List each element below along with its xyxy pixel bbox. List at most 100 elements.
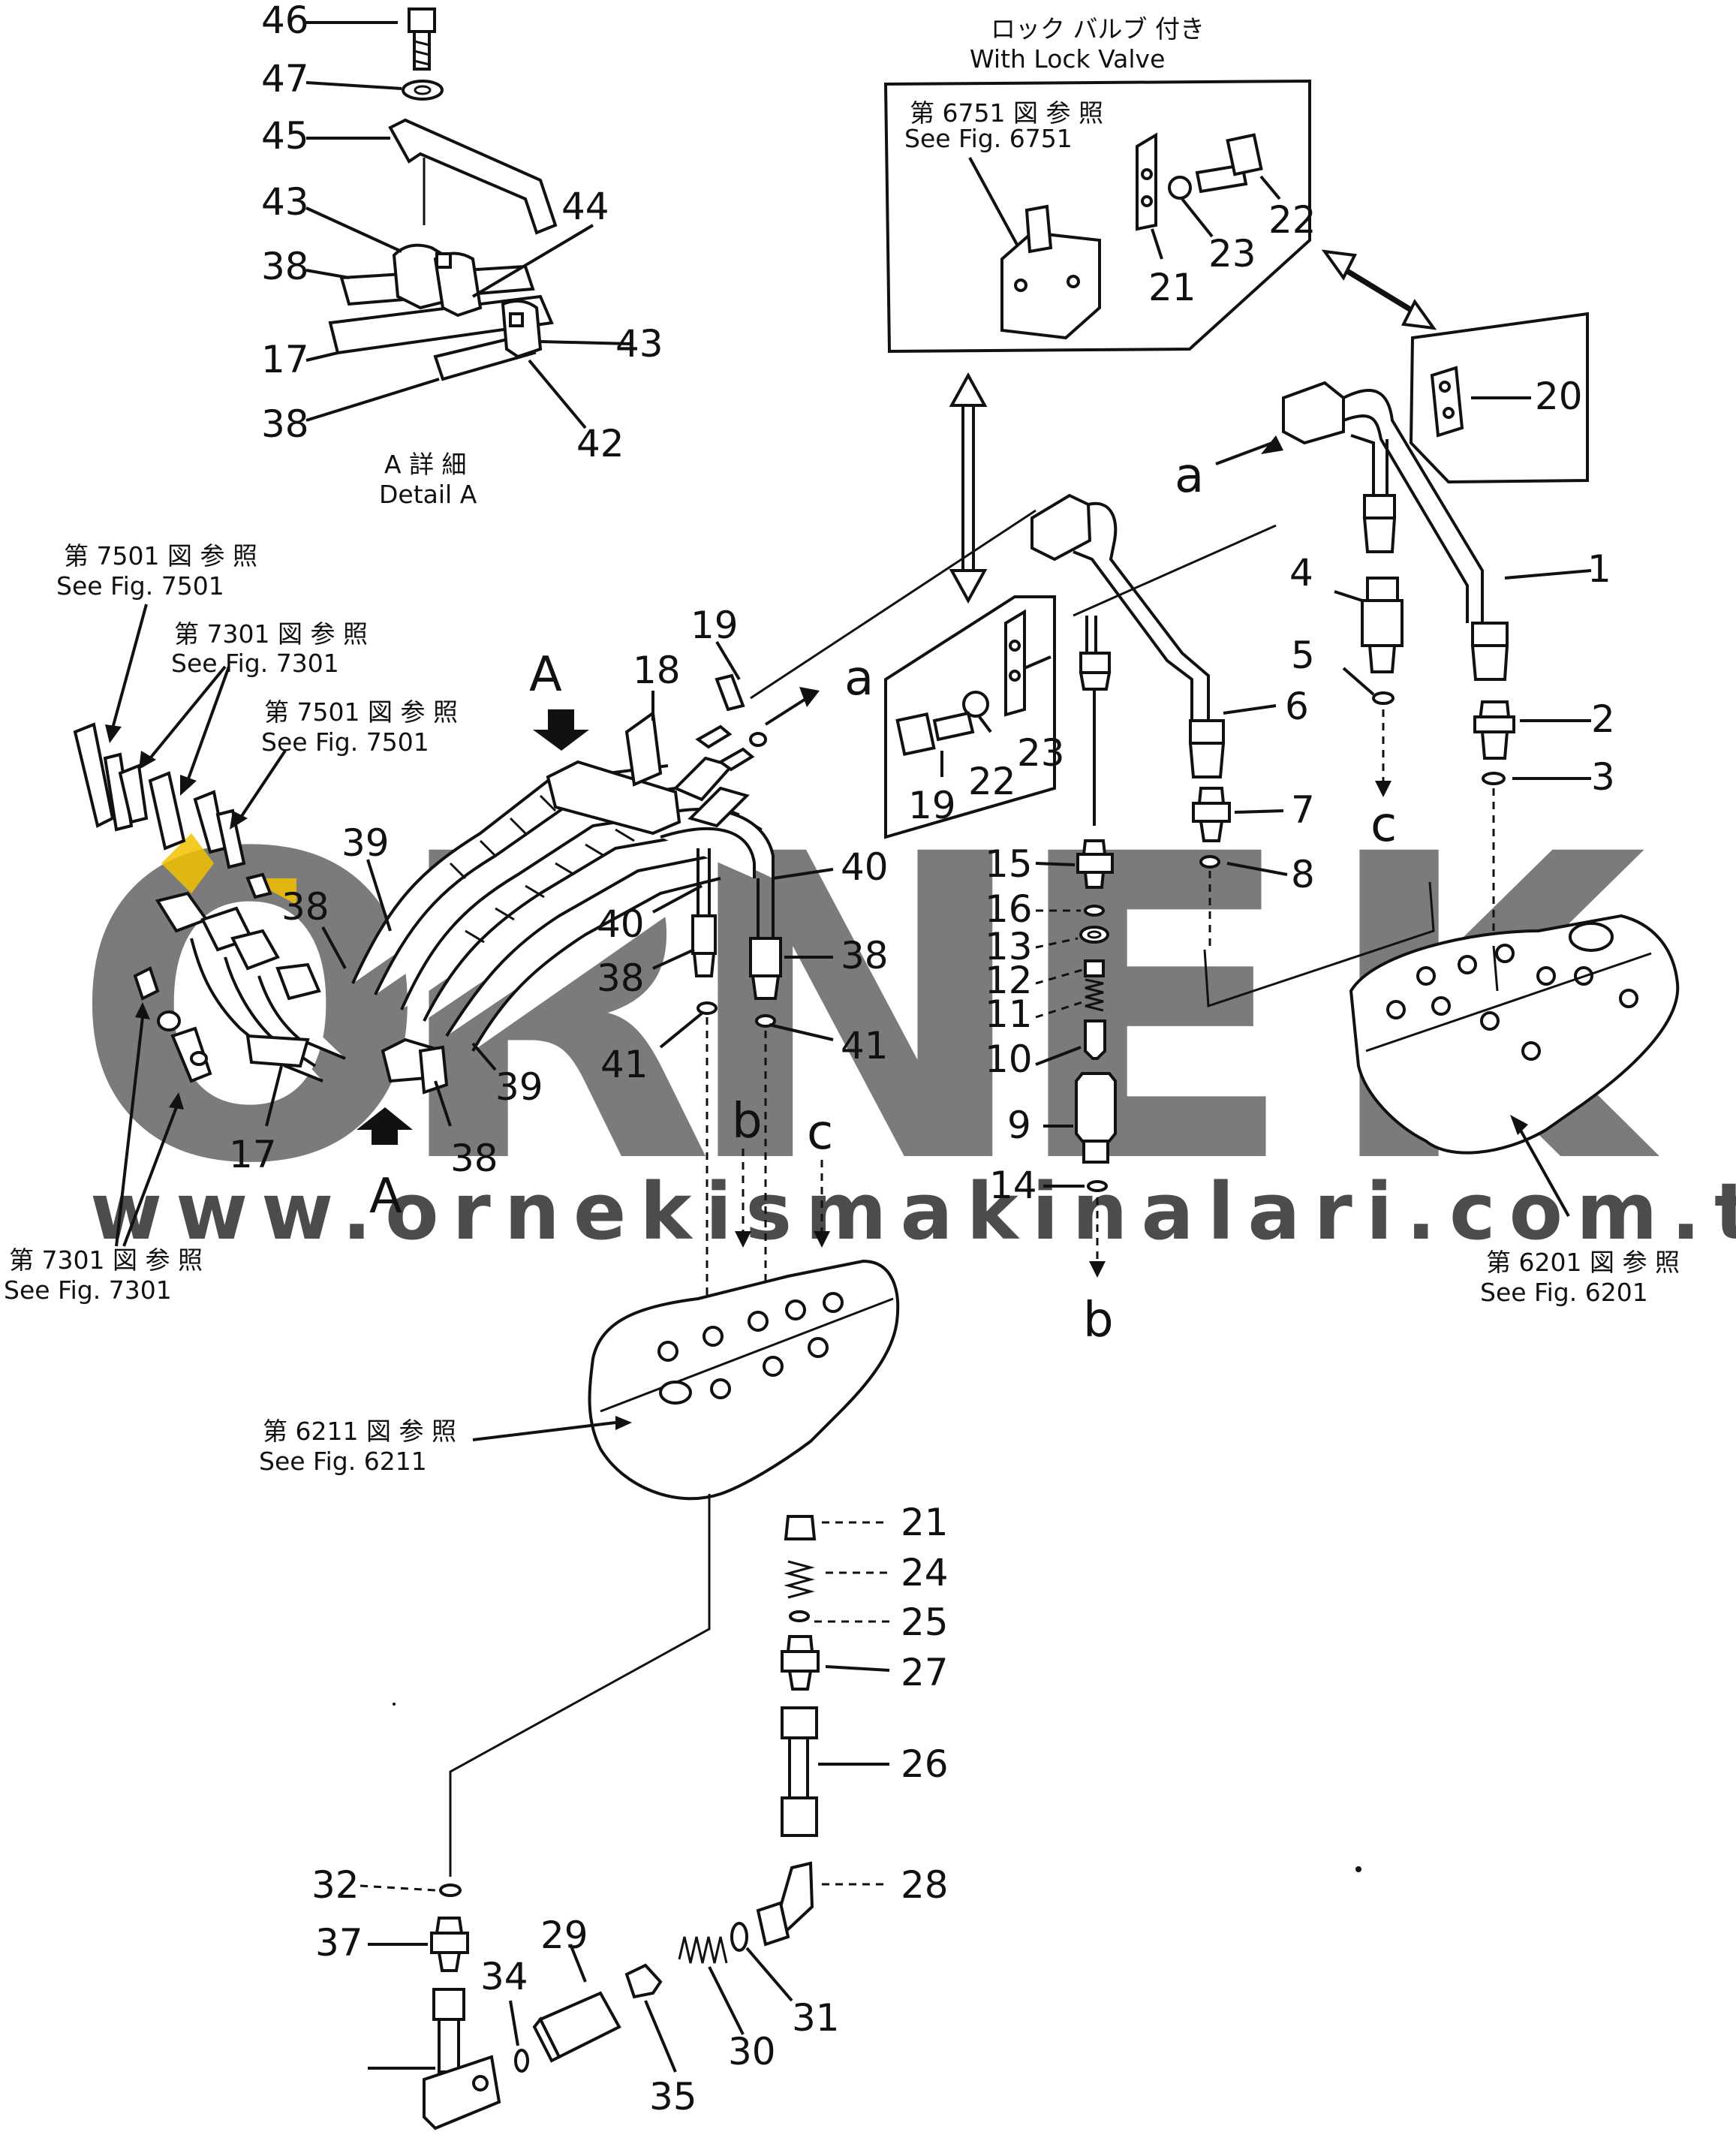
washer-23-center <box>962 691 989 718</box>
clamp-hole <box>509 312 524 327</box>
bracket-21 <box>1136 132 1157 231</box>
inset-frame <box>883 79 1311 354</box>
callout-22: 22 <box>1268 198 1316 242</box>
callout-47: 47 <box>261 57 309 101</box>
control-valve-6211-group: b c 第 6211 図 参 照 See Fig. 6211 <box>259 1094 900 1877</box>
callout-17: 17 <box>261 338 309 381</box>
fitting-26 <box>786 1635 814 1653</box>
oring-27 <box>789 1610 810 1622</box>
callout-24: 21 <box>901 1501 949 1544</box>
ref-6751-en: See Fig. 6751 <box>904 124 1073 153</box>
lock-valve-inset: ロック バルブ 付き With Lock Valve 第 6751 図 参 照 … <box>883 14 1316 354</box>
oring-14 <box>1087 1180 1108 1192</box>
pipe-block-6 <box>1030 493 1092 562</box>
fitting-18 <box>718 747 755 772</box>
callout-5: 5 <box>1291 634 1315 677</box>
callout-38: 38 <box>261 245 309 288</box>
callout-4: 4 <box>1289 551 1313 595</box>
callout-10: 10 <box>985 1037 1033 1081</box>
washer-47 <box>402 80 444 101</box>
part-12 <box>1084 959 1105 977</box>
watermark-letter-e: E <box>1009 766 1297 1256</box>
fitting-36 <box>435 1917 464 1935</box>
cap-24 <box>784 1515 817 1540</box>
fitting-18 <box>695 724 733 749</box>
ring-13 <box>1079 926 1109 944</box>
callout-13: 13 <box>985 925 1033 968</box>
callout-7: 7 <box>1291 788 1315 832</box>
ref-6751-jp: 第 6751 図 参 照 <box>910 98 1103 128</box>
label-c-right: c <box>1370 797 1397 853</box>
label-A-top: A <box>529 647 562 703</box>
callout-14: 14 <box>989 1164 1037 1207</box>
pipe-1-nut-hex <box>1470 644 1509 681</box>
clamp-block-43b <box>501 300 543 359</box>
bracket-21-center <box>1004 609 1026 717</box>
fitting-35-top <box>432 1988 465 2021</box>
lock-valve-pipe <box>1024 204 1053 254</box>
callout-3: 3 <box>1591 755 1615 799</box>
callout-42: 42 <box>576 422 624 465</box>
callout-21: 21 <box>1148 266 1196 309</box>
arrow-a-bottom-icon <box>357 1107 413 1145</box>
hose-end-40-right <box>749 937 782 977</box>
callout-41: 41 <box>600 1043 648 1086</box>
bolt-head-22 <box>1226 133 1263 176</box>
spring-11 <box>1085 978 1104 1012</box>
callout-40: 40 <box>597 902 645 946</box>
ref-7501b-jp: 第 7501 図 参 照 <box>264 697 458 727</box>
callout-46: 46 <box>261 0 309 42</box>
fitting-4 <box>1361 599 1404 647</box>
callout-41: 41 <box>841 1024 889 1068</box>
callout-28: 26 <box>901 1742 949 1786</box>
spring-25 <box>784 1560 815 1599</box>
poppet-10 <box>1084 1019 1106 1060</box>
pipe-6-nut <box>1189 719 1225 745</box>
callout-38: 38 <box>450 1137 498 1180</box>
oring-33 <box>730 1922 748 1952</box>
oring-16 <box>1084 905 1105 917</box>
callout-33: 31 <box>792 1996 840 2040</box>
detail-a-group: 46 47 45 43 44 38 17 43 38 42 A 詳 細 Deta… <box>261 0 663 509</box>
callout-38: 38 <box>281 885 329 929</box>
pipe-1-nut <box>1471 622 1509 647</box>
callout-18: 18 <box>633 649 681 692</box>
label-b-right: b <box>1083 1293 1114 1348</box>
oring-41-left <box>697 1001 718 1015</box>
fitting-4-top <box>1366 577 1399 602</box>
oring-34 <box>514 2049 529 2073</box>
oring-37 <box>439 1884 462 1897</box>
lock-valve-en: With Lock Valve <box>970 44 1165 74</box>
callout-38: 38 <box>597 956 645 1000</box>
oring-8 <box>1199 855 1220 869</box>
pipe-nut-hex <box>1362 516 1397 553</box>
callout-31: 30 <box>728 2030 776 2073</box>
callout-9: 9 <box>1007 1104 1031 1147</box>
label-a-center: a <box>844 651 874 706</box>
callout-39: 39 <box>495 1065 543 1109</box>
fitting-left <box>230 929 280 971</box>
ref-7501a-en: See Fig. 7501 <box>56 571 224 601</box>
callout-34: 34 <box>480 1955 528 1998</box>
clamp-hole <box>435 252 452 269</box>
swap-arrow-right <box>1321 249 1437 330</box>
lower-column: 21 24 25 27 26 28 31 30 35 <box>311 1501 1361 2130</box>
callout-23-center: 22 <box>968 760 1016 803</box>
callout-32: 28 <box>901 1863 949 1907</box>
pipe-assembly-right: 1 2 3 4 5 c a <box>1175 381 1680 1307</box>
relief-column: 15 16 13 12 11 10 9 14 b <box>985 616 1117 1348</box>
callout-43: 43 <box>615 322 663 366</box>
block-35 <box>423 2055 501 2130</box>
ref-7301b-jp: 第 7301 図 参 照 <box>9 1245 203 1275</box>
hose-end-40-left <box>691 914 717 955</box>
label-b-center: b <box>732 1094 763 1149</box>
callout-45: 45 <box>261 114 309 158</box>
hose-28-bottom <box>781 1796 818 1837</box>
ref-6211-en: See Fig. 6211 <box>259 1447 427 1476</box>
ref-7501b-en: See Fig. 7501 <box>261 727 429 757</box>
oring-3 <box>1482 772 1506 785</box>
ref-7301a-jp: 第 7301 図 参 照 <box>174 619 368 649</box>
callout-37: 32 <box>311 1863 360 1907</box>
callout-22-center: 19 <box>908 784 956 827</box>
